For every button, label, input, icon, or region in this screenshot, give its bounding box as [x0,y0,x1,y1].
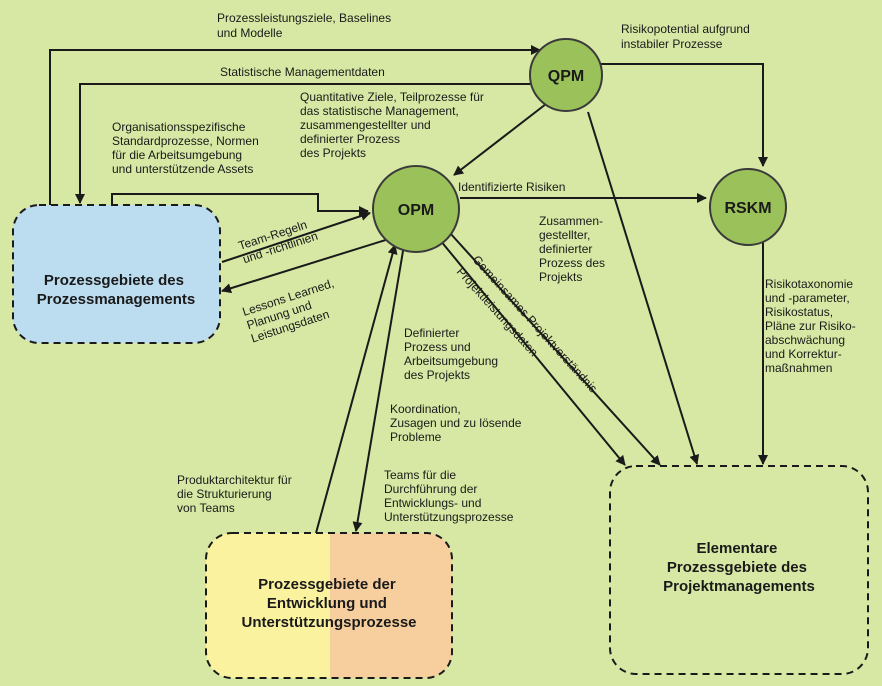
arrow-opm-to-project-b [439,239,626,466]
label-statistische: Statistische Managementdaten [220,65,385,79]
label-organisationsspezifische: Organisationsspezifische Standardprozess… [112,120,262,176]
qpm-node: QPM [529,38,603,112]
label-koordination: Koordination, Zusagen und zu lösende Pro… [390,402,525,444]
label-quantitative: Quantitative Ziele, Teilprozesse für das… [300,90,487,160]
arrow-team-rules [221,211,371,263]
arrow-pm-to-opm [111,193,369,216]
label-risikopotential: Risikopotential aufgrund instabiler Proz… [621,22,753,51]
label-lessons: Lessons Learned, Planung und Leistungsda… [241,275,348,345]
arrow-qpm-to-opm [453,103,547,176]
arrow-lessons-learned [221,237,393,294]
label-zusammengestellter: Zusammen- gestellter, definierter Prozes… [539,214,608,284]
project-management-box [609,465,869,675]
process-management-box-label: Prozessgebiete des Prozessmanagements [37,272,195,308]
label-risikotaxonomie: Risikotaxonomie und -parameter, Risikost… [765,277,859,375]
arrow-opm-to-project-a [449,232,661,466]
process-management-box [12,204,221,344]
arrow-qpm-to-pm [75,83,532,204]
opm-node: OPM [372,165,460,253]
opm-label: OPM [398,202,434,219]
arrow-qpm-to-project [587,111,700,465]
qpm-label: QPM [548,68,584,85]
arrow-pm-to-qpm [49,45,541,205]
arrow-opm-to-dev [352,244,405,532]
label-identifizierte: Identifizierte Risiken [458,180,565,194]
label-produktarchitektur: Produktarchitektur für die Strukturierun… [177,473,295,515]
label-definierter: Definierter Prozess und Arbeitsumgebung … [404,326,501,382]
development-support-box [205,532,453,679]
arrow-dev-to-opm [315,244,398,534]
arrow-qpm-to-rskm [598,63,768,167]
project-management-box-label: Elementare Prozessgebiete des Projektman… [663,540,815,595]
rskm-label: RSKM [724,200,771,217]
label-prozessleistungsziele: Prozessleistungsziele, Baselines und Mod… [217,11,394,40]
development-support-box-label: Prozessgebiete der Entwicklung und Unter… [241,576,416,631]
label-teams: Teams für die Durchführung der Entwicklu… [384,468,514,524]
rskm-node: RSKM [709,168,787,246]
label-team-regeln: Team-Regeln und -richtlinien [237,215,320,266]
